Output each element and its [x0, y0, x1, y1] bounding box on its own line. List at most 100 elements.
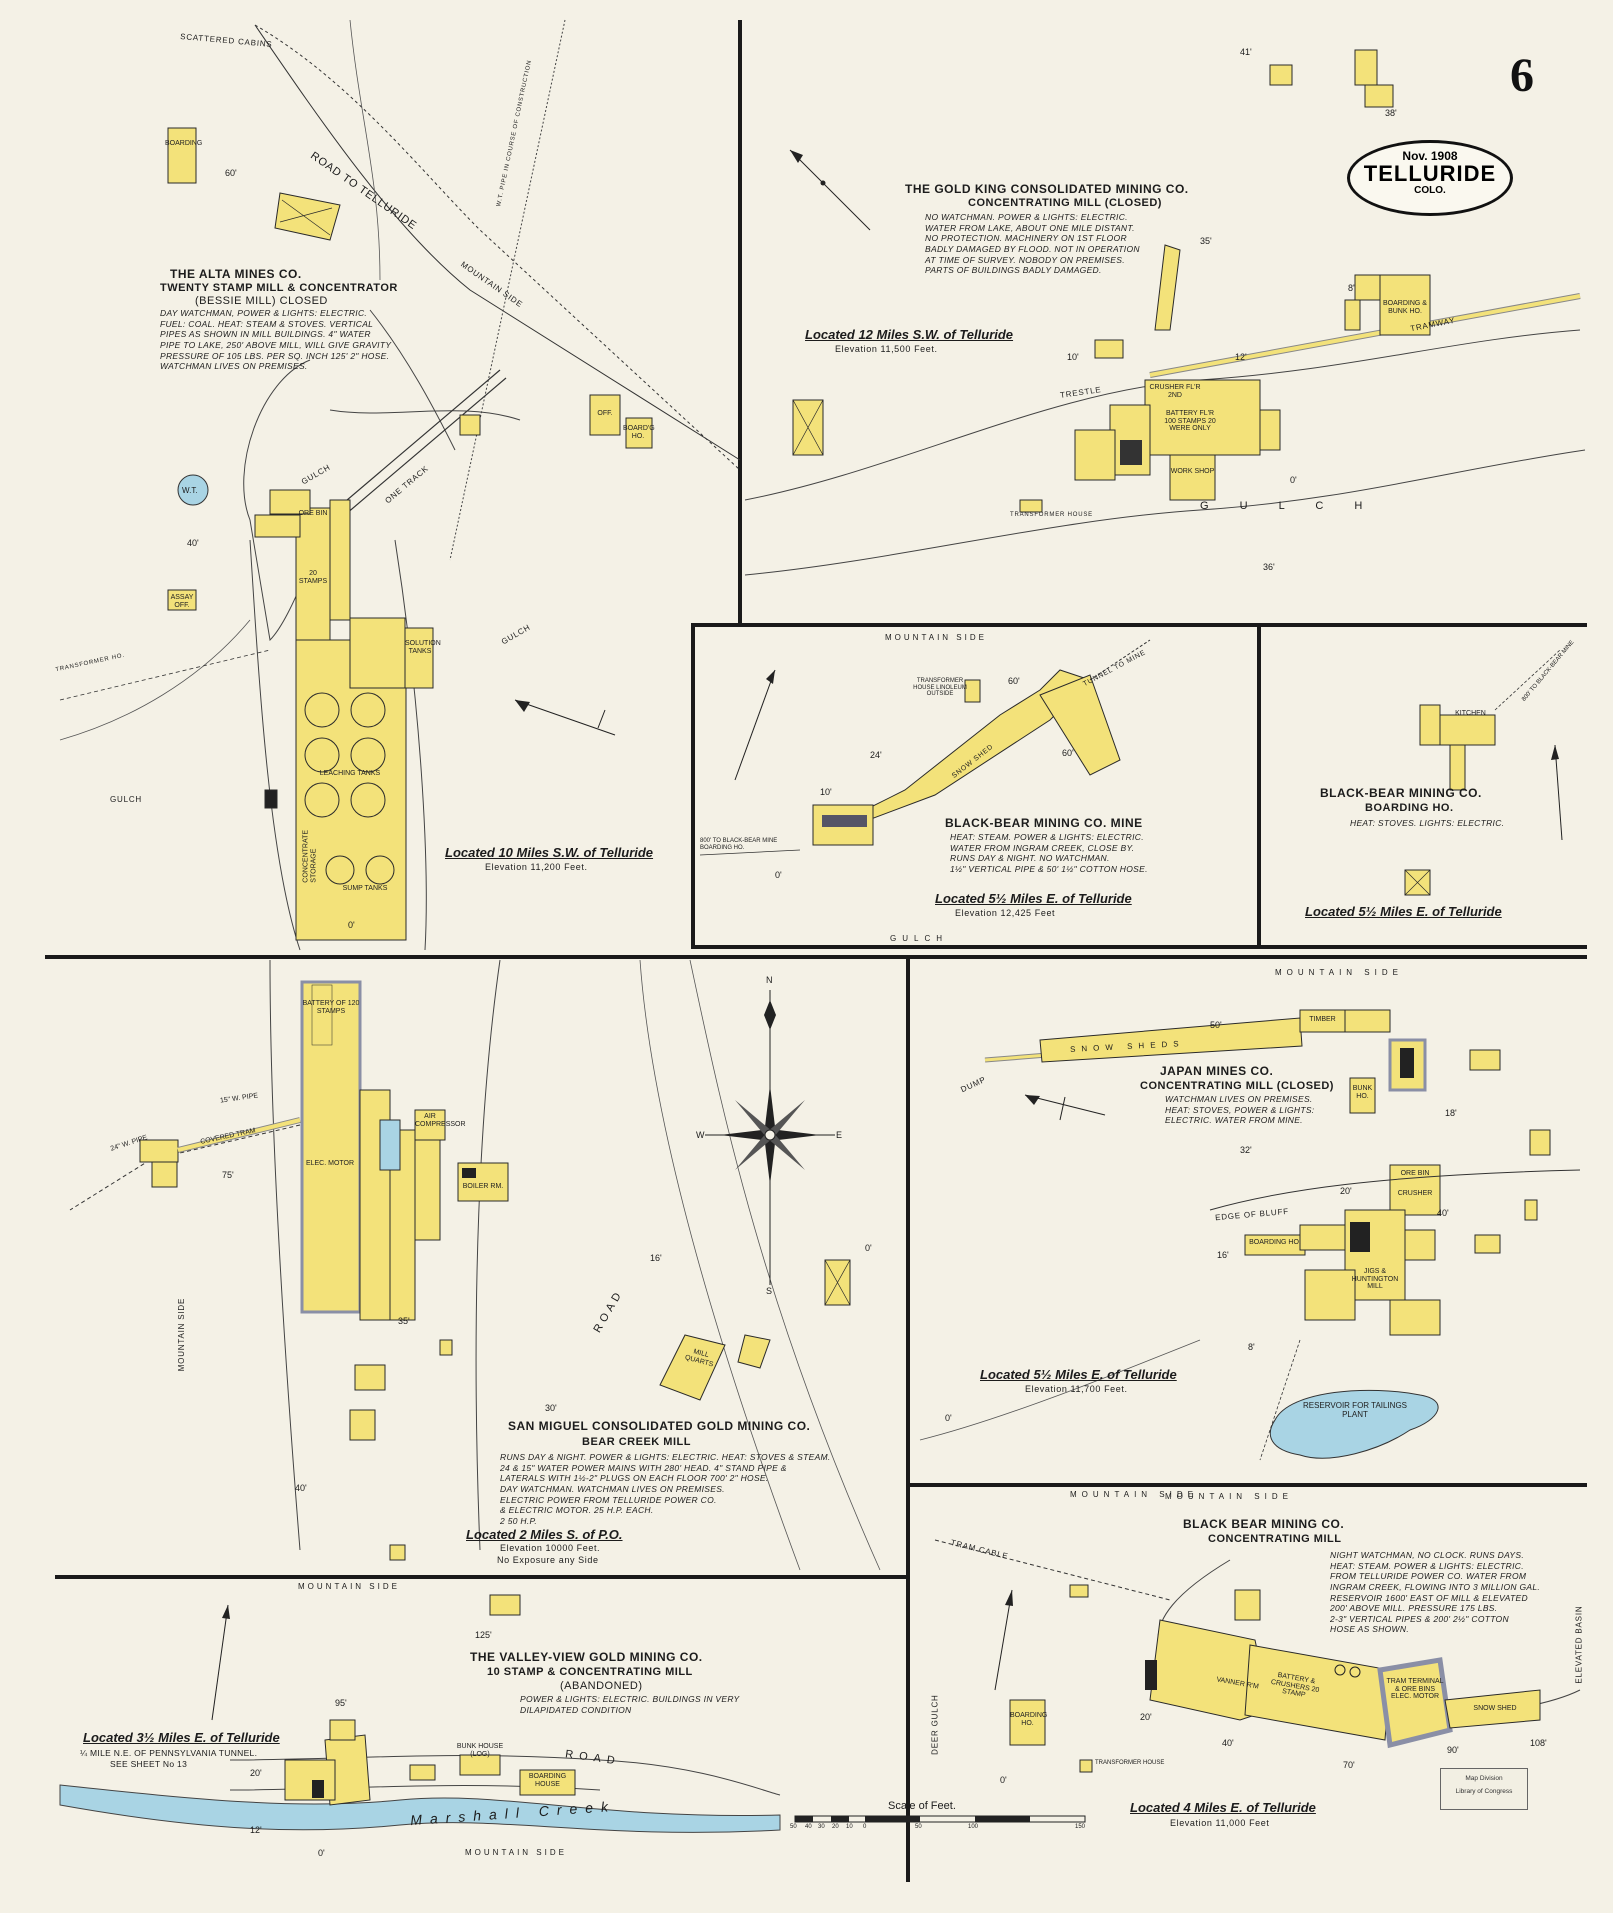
bbmill-transformer-label: TRANSFORMER HOUSE: [1095, 1760, 1165, 1766]
scale-title: Scale of Feet.: [888, 1800, 956, 1812]
bbmill-notes: NIGHT WATCHMAN, NO CLOCK. RUNS DAYS. HEA…: [1330, 1550, 1540, 1635]
scale-tick-40: 40: [805, 1824, 812, 1830]
bbmine-note-line: 1½" VERTICAL PIPE & 50' 1½" COTTON HOSE.: [950, 863, 1148, 874]
bbboard-title: BLACK-BEAR MINING CO.: [1320, 786, 1482, 800]
goldking-elev-10: 10': [1067, 352, 1079, 362]
goldking-panel-drawing: [744, 49, 1586, 576]
bbmill-title: BLACK BEAR MINING CO.: [1183, 1517, 1345, 1531]
bbboard-location: Located 5½ Miles E. of Telluride: [1305, 904, 1502, 919]
goldking-note-line: PARTS OF BUILDINGS BADLY DAMAGED.: [925, 265, 1102, 276]
goldking-elev-36: 36': [1263, 562, 1275, 572]
japan-ore-bin-label: ORE BIN: [1400, 1170, 1430, 1177]
compass-east: E: [836, 1130, 843, 1140]
bbmill-elev-70: 70': [1343, 1760, 1355, 1770]
japan-notes: WATCHMAN LIVES ON PREMISES. HEAT: STOVES…: [1165, 1094, 1314, 1126]
alta-note-line: FUEL: COAL. HEAT: STEAM & STOVES. VERTIC…: [160, 318, 374, 329]
japan-elev-20: 20': [1340, 1186, 1352, 1196]
japan-elev-32: 32': [1240, 1145, 1252, 1155]
stamp-line-1: Map Division: [1465, 1775, 1503, 1782]
compass-west: W: [696, 1130, 705, 1140]
alta-subtitle: TWENTY STAMP MILL & CONCENTRATOR: [160, 282, 398, 294]
bbmill-elev-40: 40': [1222, 1738, 1234, 1748]
scale-tick-50: 50: [915, 1824, 922, 1830]
bbmine-elevation: Elevation 12,425 Feet: [955, 908, 1056, 918]
map-date: Nov. 1908: [1402, 149, 1458, 163]
goldking-elev-38: 38': [1385, 108, 1397, 118]
air-compressor-label: AIR COMPRESSOR: [415, 1113, 466, 1128]
vv-subtitle: 10 STAMP & CONCENTRATING MILL: [487, 1666, 693, 1678]
tram-terminal-label: TRAM TERMINAL & ORE BINS ELEC. MOTOR: [1386, 1678, 1444, 1701]
panel-borders: [45, 20, 1587, 1882]
reservoir-label: RESERVOIR FOR TAILINGS PLANT: [1302, 1401, 1408, 1419]
jigs-mill-label: JIGS & HUNTINGTON MILL: [1351, 1268, 1399, 1291]
vv-elev-0: 0': [318, 1848, 325, 1858]
bbmine-elev-60a: 60': [1008, 676, 1020, 686]
bbmill-note-line: 2-3" VERTICAL PIPES & 200' 2½" COTTON: [1330, 1613, 1509, 1624]
assay-office-label: ASSAY OFF.: [170, 594, 194, 609]
map-state: COLO.: [1414, 185, 1446, 196]
vv-bunk-label: BUNK HOUSE (LOG): [456, 1743, 504, 1758]
japan-crusher-label: CRUSHER: [1397, 1190, 1433, 1197]
sanmiguel-notes: RUNS DAY & NIGHT. POWER & LIGHTS: ELECTR…: [500, 1452, 831, 1526]
scale-tick-0: 0: [863, 1824, 867, 1830]
sanmiguel-elev-0: 0': [865, 1243, 872, 1253]
bbmill-note-line: FROM TELLURIDE POWER CO. WATER FROM: [1330, 1571, 1527, 1582]
alta-boarding-ho-label: BOARD'G HO.: [623, 425, 655, 440]
bbmine-note-line: HEAT: STEAM. POWER & LIGHTS: ELECTRIC.: [950, 832, 1144, 842]
japan-mountain-side-1-label: MOUNTAIN SIDE: [1275, 968, 1403, 977]
alta-gulch-label-3: GULCH: [110, 795, 143, 804]
scale-tick-20: 20: [832, 1824, 839, 1830]
bbmine-to-boarding-label: 800' TO BLACK-BEAR MINE BOARDING HO.: [700, 838, 778, 851]
bbmill-mountain-side-label: MOUNTAIN SIDE: [1070, 1490, 1198, 1499]
goldking-note-line: NO WATCHMAN. POWER & LIGHTS: ELECTRIC.: [925, 212, 1128, 222]
sanmiguel-panel-drawing: [69, 959, 881, 1571]
valleyview-panel-drawing: [59, 1594, 1086, 1833]
bbmill-panel-drawing: [934, 1539, 1581, 1773]
goldking-elev-12: 12': [1235, 352, 1247, 362]
japan-elev-8: 8': [1248, 1342, 1255, 1352]
work-shop-label: WORK SHOP: [1170, 468, 1215, 475]
bbmill-note-line: INGRAM CREEK, FLOWING INTO 3 MILLION GAL…: [1330, 1581, 1541, 1592]
alta-note-line: PRESSURE OF 105 LBS. PER SQ. INCH 125' 2…: [160, 350, 390, 361]
bbmill-snow-shed-label: SNOW SHED: [1473, 1705, 1517, 1712]
water-tank-label: W.T.: [182, 486, 198, 495]
japan-elev-40: 40': [1437, 1208, 1449, 1218]
sanmiguel-elev-75: 75': [222, 1170, 234, 1180]
vv-note-line: DILAPIDATED CONDITION: [520, 1704, 632, 1715]
alta-title: THE ALTA MINES CO.: [170, 267, 302, 281]
vv-mountain-side-2-label: MOUNTAIN SIDE: [465, 1848, 567, 1857]
vv-subtitle-2: (ABANDONED): [560, 1680, 643, 1692]
bbmill-note-line: 200' ABOVE MILL. PRESSURE 175 LBS.: [1330, 1603, 1498, 1614]
japan-elevation: Elevation 11,700 Feet.: [1025, 1384, 1128, 1394]
sheet-number: 6: [1510, 49, 1534, 102]
japan-elev-16: 16': [1217, 1250, 1229, 1260]
goldking-crusher-label: CRUSHER FL'R 2ND: [1149, 384, 1201, 399]
goldking-battery-label: BATTERY FL'R 100 STAMPS 20 WERE ONLY: [1164, 410, 1216, 433]
vv-location-note-1: ¼ MILE N.E. OF PENNSYLVANIA TUNNEL.: [80, 1748, 258, 1758]
bbmill-note-line: NIGHT WATCHMAN, NO CLOCK. RUNS DAYS.: [1330, 1550, 1525, 1560]
goldking-elev-35: 35': [1200, 236, 1212, 246]
map-city: TELLURIDE: [1363, 161, 1497, 186]
sanmiguel-title: SAN MIGUEL CONSOLIDATED GOLD MINING CO.: [508, 1419, 811, 1433]
goldking-elevation: Elevation 11,500 Feet.: [835, 344, 938, 354]
solution-tanks-label: SOLUTION TANKS: [405, 640, 441, 655]
bbmine-elev-0: 0': [775, 870, 782, 880]
vv-elev-20: 20': [250, 1768, 262, 1778]
japan-boarding-label: BOARDING HO.: [1249, 1239, 1301, 1246]
alta-elev-0: 0': [348, 920, 355, 930]
goldking-notes: NO WATCHMAN. POWER & LIGHTS: ELECTRIC. W…: [925, 212, 1140, 276]
goldking-elev-41: 41': [1240, 47, 1252, 57]
sanmiguel-elec-motor-label: ELEC. MOTOR: [305, 1160, 355, 1167]
bbmill-elevation: Elevation 11,000 Feet: [1170, 1818, 1270, 1828]
concentrate-storage-label: CONCENTRATE STORAGE: [302, 829, 317, 883]
bbmill-boarding-label: BOARDING HO.: [1010, 1712, 1048, 1727]
scale-tick-150: 150: [1075, 1824, 1086, 1830]
bbmine-location: Located 5½ Miles E. of Telluride: [935, 891, 1132, 906]
bunk-ho-label: BUNK HO.: [1352, 1085, 1373, 1100]
japan-subtitle: CONCENTRATING MILL (CLOSED): [1140, 1080, 1334, 1092]
bbmine-transformer-label: TRANSFORMER HOUSE LINOLEUM OUTSIDE: [913, 678, 967, 698]
japan-note-line: ELECTRIC. WATER FROM MINE.: [1165, 1115, 1303, 1126]
bbmine-elev-24: 24': [870, 750, 882, 760]
bbmine-panel-drawing: [699, 639, 1151, 856]
